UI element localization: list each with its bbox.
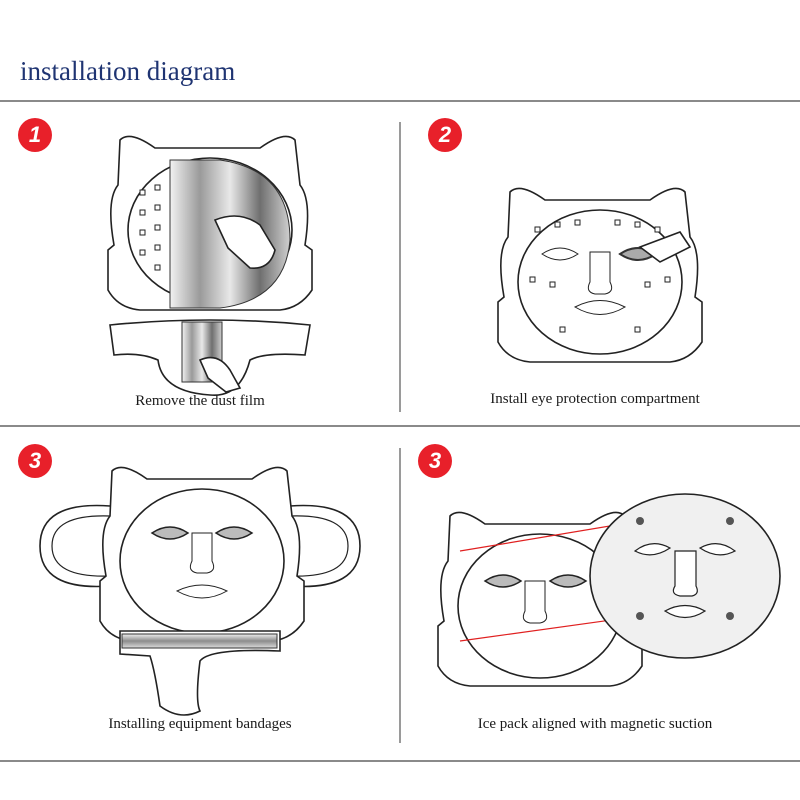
- step-2-caption: Install eye protection compartment: [490, 391, 700, 407]
- step-1-caption: Remove the dust film: [135, 393, 265, 409]
- step-1-panel: 1 Remove the dust film: [0, 100, 399, 425]
- page-title: installation diagram: [20, 56, 236, 86]
- step-1-badge: 1: [18, 118, 52, 152]
- middle-rule: [0, 425, 800, 427]
- top-divider: [399, 122, 401, 412]
- step-2-badge: 2: [428, 118, 462, 152]
- step-3-badge: 3: [18, 444, 52, 478]
- step-4-badge: 3: [418, 444, 452, 478]
- bottom-divider: [399, 448, 401, 743]
- bottom-rule: [0, 760, 800, 762]
- step-4-caption: Ice pack aligned with magnetic suction: [477, 716, 713, 732]
- step-4-panel: 3 Ice pack aligned with magnetic suction: [400, 426, 800, 760]
- step-2-panel: 2 Install eye protection compartment: [400, 100, 800, 425]
- top-rule: [0, 100, 800, 102]
- step-3-caption: Installing equipment bandages: [108, 716, 292, 732]
- step-4-illustration: [437, 493, 781, 687]
- step-1-illustration: [107, 135, 313, 396]
- step-3-illustration: [39, 466, 361, 716]
- step-2-illustration: [497, 187, 703, 363]
- step-3-panel: 3 Installing equipment bandages: [0, 426, 399, 760]
